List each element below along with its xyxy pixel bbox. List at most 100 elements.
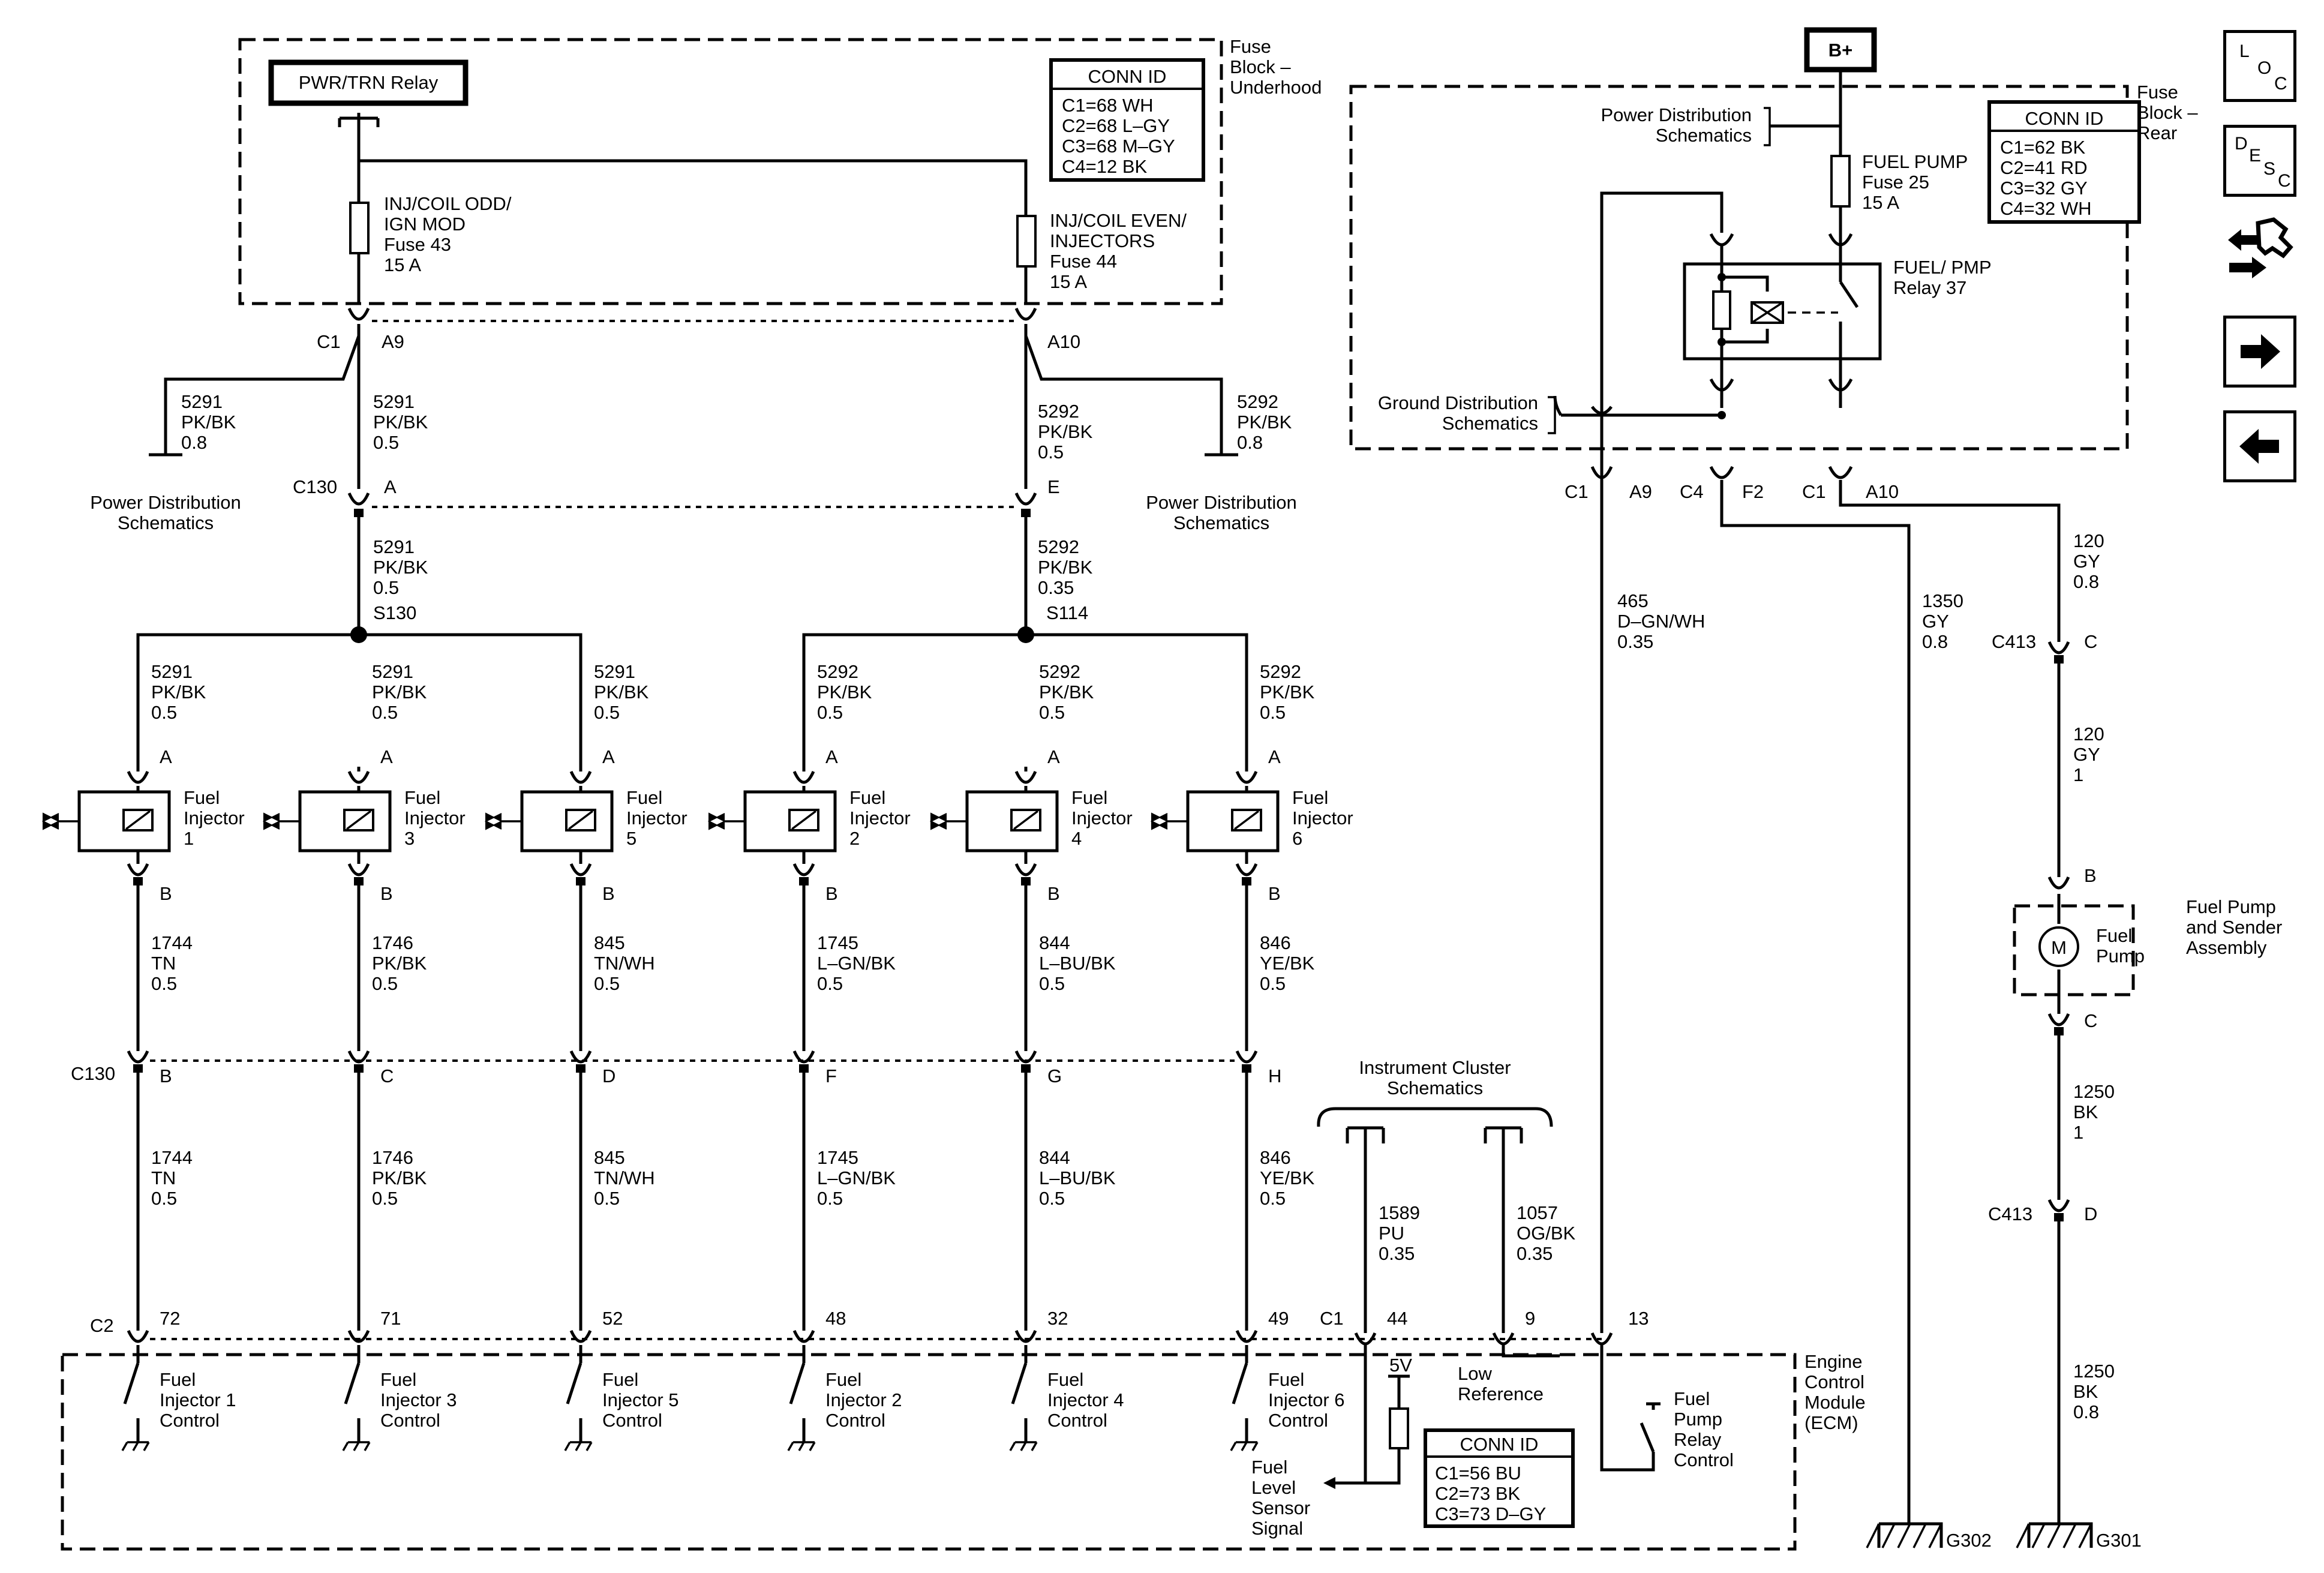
splice-s114 xyxy=(1017,626,1034,643)
svg-text:C130: C130 xyxy=(293,476,337,497)
svg-text:S114: S114 xyxy=(1046,602,1088,623)
svg-text:D: D xyxy=(2084,1203,2097,1224)
svg-text:C1: C1 xyxy=(317,331,341,352)
svg-text:71: 71 xyxy=(380,1308,401,1329)
svg-text:M: M xyxy=(2051,937,2067,958)
svg-text:72: 72 xyxy=(160,1308,180,1329)
svg-text:A: A xyxy=(825,746,838,767)
svg-text:C413: C413 xyxy=(1992,631,2036,652)
svg-text:B: B xyxy=(1268,883,1281,904)
desc-button[interactable]: D E S C xyxy=(2223,125,2296,197)
svg-text:44: 44 xyxy=(1387,1308,1407,1329)
svg-text:A9: A9 xyxy=(382,331,404,352)
conn-id-rear xyxy=(1987,100,2141,224)
pwr-trn-relay-label: PWR/TRN Relay xyxy=(299,72,439,93)
svg-text:A: A xyxy=(1268,746,1281,767)
svg-text:B: B xyxy=(2084,865,2097,886)
svg-text:F: F xyxy=(825,1065,837,1086)
ground-g302-icon xyxy=(1866,1522,1943,1548)
svg-text:B+: B+ xyxy=(1828,40,1853,61)
connector-view-button[interactable] xyxy=(2223,211,2296,283)
svg-text:B: B xyxy=(1047,883,1060,904)
svg-text:49: 49 xyxy=(1268,1308,1289,1329)
fuse-block-underhood-outline xyxy=(238,38,1223,305)
svg-text:48: 48 xyxy=(825,1308,846,1329)
ground-g301-icon xyxy=(2016,1522,2093,1548)
svg-text:A: A xyxy=(384,476,397,497)
svg-text:CONN ID: CONN ID xyxy=(1460,1434,1539,1455)
pullup-resistor-icon xyxy=(1389,1407,1409,1449)
svg-text:A: A xyxy=(160,746,172,767)
forward-button[interactable] xyxy=(2223,316,2296,388)
svg-text:C4: C4 xyxy=(1680,481,1704,502)
svg-text:B: B xyxy=(160,1065,172,1086)
loc-button[interactable]: L O C xyxy=(2223,30,2296,102)
svg-text:A: A xyxy=(602,746,615,767)
fuse-block-rear-outline xyxy=(1349,85,2129,451)
svg-text:E: E xyxy=(1047,476,1060,497)
svg-text:13: 13 xyxy=(1628,1308,1649,1329)
svg-text:CONN ID: CONN ID xyxy=(2025,108,2104,129)
svg-text:C130: C130 xyxy=(71,1063,115,1084)
svg-text:C1: C1 xyxy=(1565,481,1589,502)
connector-view-icon xyxy=(2228,217,2293,278)
svg-text:52: 52 xyxy=(602,1308,623,1329)
svg-text:G301: G301 xyxy=(2096,1530,2142,1551)
svg-text:A9: A9 xyxy=(1629,481,1652,502)
back-button[interactable] xyxy=(2223,410,2296,482)
arrow-right-icon xyxy=(2241,334,2280,369)
ecm-outline xyxy=(61,1353,1797,1551)
svg-text:D: D xyxy=(602,1065,615,1086)
svg-text:G: G xyxy=(1047,1065,1062,1086)
fuse-25-icon xyxy=(1830,155,1851,208)
svg-text:5V: 5V xyxy=(1389,1355,1412,1376)
svg-text:B: B xyxy=(380,883,393,904)
svg-text:H: H xyxy=(1268,1065,1281,1086)
svg-text:C: C xyxy=(2084,631,2097,652)
fuel-pump-motor-icon xyxy=(2038,926,2079,967)
svg-text:B: B xyxy=(825,883,838,904)
